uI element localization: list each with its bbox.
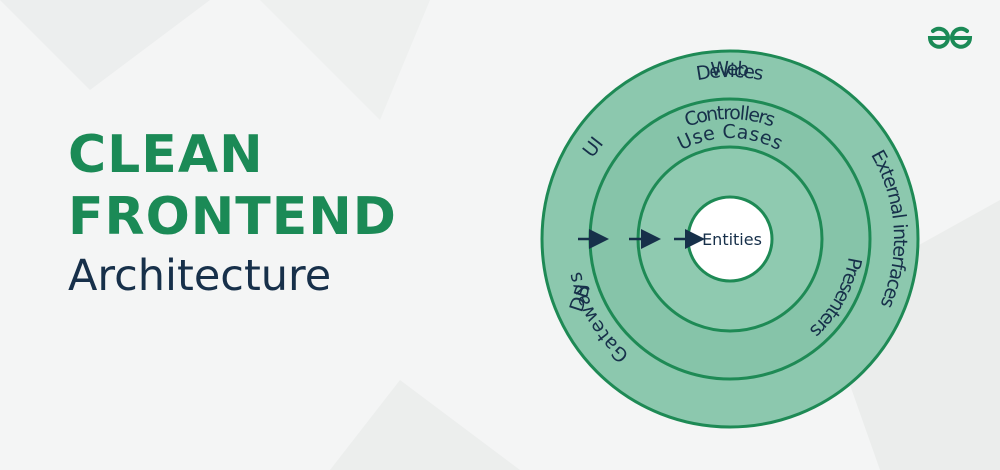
- label-web: Web: [710, 58, 750, 81]
- geeksforgeeks-logo-icon: [927, 26, 973, 49]
- label-entities: Entities: [702, 230, 762, 249]
- title-line-frontend: FRONTEND: [68, 187, 397, 247]
- subtitle-architecture: Architecture: [68, 251, 332, 301]
- label-devices: Devices: [695, 60, 766, 85]
- title-block: CLEAN FRONTEND Architecture: [68, 124, 397, 304]
- title-line-clean: CLEAN: [68, 125, 264, 185]
